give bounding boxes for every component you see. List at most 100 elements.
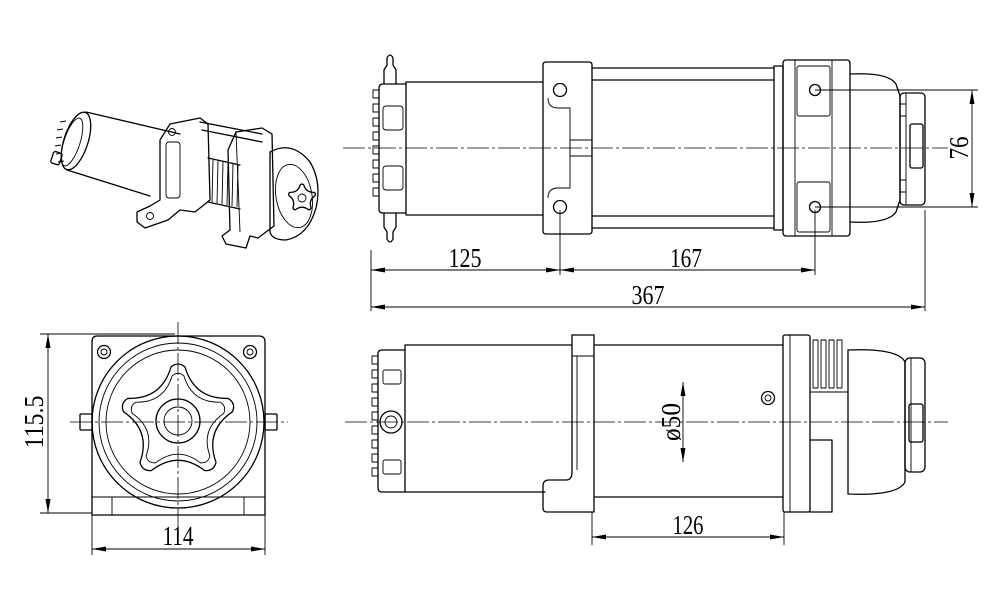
top-view-end-cap-rib [372,131,380,141]
end-view-side-bolt [79,413,93,431]
top-view-tie-bars [591,67,775,229]
front-view-end-cap-rib [371,425,379,435]
end-view-clutch-star-knob [121,363,235,472]
top-view-end-cap-rib [372,159,380,169]
top-view-end-cap-boss [382,105,404,131]
front-view-end-cap-rib [371,453,379,463]
end-view-base [92,496,265,515]
front-view-drum-vent [760,390,776,406]
dimension-text-126: 126 [673,510,704,540]
top-view-motor-body [405,81,544,216]
top-view-clutch-knob-ridges [900,93,907,205]
top-view-end-cap-boss [382,165,404,191]
iso-right-bracket-edge [235,131,241,233]
dimension-text-167: 167 [670,243,702,273]
top-view-end-cap [378,83,407,214]
end-view-housing [91,335,266,516]
top-view-end-cap-crown-top [383,54,397,85]
front-view-left-bracket [542,334,595,513]
front-view-cooling-fin [820,339,827,389]
end-view-knob-hub [155,398,201,444]
iso-motor-body [66,111,181,197]
top-view-extension-lines [370,89,978,311]
front-view: ø50 126 [345,334,948,545]
end-view-gear-cover-rim [105,349,251,495]
end-view-ear-hole-inner [246,348,254,356]
dimension-text-114: 114 [163,521,194,551]
front-view-end-cap-rib [371,411,379,421]
front-view-extension-lines [591,512,785,545]
front-view-tie-bars [593,344,784,498]
top-view-right-bracket-pad [796,65,831,117]
front-view-gearbox-housing [847,349,906,495]
top-view-end-cap-ribs [372,89,380,197]
front-view-end-cap-boss [382,459,402,475]
top-view: 125 167 367 76 [343,54,978,311]
iso-tie-bars [199,121,263,143]
isometric-view [50,111,319,249]
front-view-cooling-fin [812,339,819,389]
top-view-right-bracket [782,59,851,237]
end-view-ear-hole-inner [100,348,108,356]
end-view-side-bolt [264,413,278,431]
end-view-knob-hub-inner [163,406,193,436]
top-view-clutch-knob [899,92,926,206]
front-view-cooling-fin [836,339,843,389]
front-view-right-bracket [782,334,811,513]
iso-motor-lug [50,150,63,166]
iso-left-bracket [136,117,211,229]
front-view-end-cap-rib [371,383,379,393]
front-view-end-cap-rib [371,369,379,379]
iso-motor-end-cap [60,111,92,171]
front-view-cooling-fins [812,339,843,389]
top-view-end-cap-rib [372,103,380,113]
dimension-text-diameter-50: ø50 [656,403,686,441]
dimension-text-115-5: 115.5 [19,396,49,449]
top-view-end-cap-rib [372,89,380,99]
front-view-end-cap-boss [382,369,402,385]
iso-motor-end-cap-rim [60,117,84,167]
end-view-extension-lines [40,333,266,555]
front-view-end-cap-bolt [379,410,403,434]
front-view-right-bracket-foot [809,439,833,513]
top-view-end-cap-crown-bottom [383,212,397,243]
front-view-end-cap-rib [371,355,379,365]
iso-clutch-knob [289,184,316,210]
front-view-end-cap-rib [371,397,379,407]
iso-gearbox-housing [269,147,319,241]
front-view-left-bracket-edges [572,355,594,470]
end-view-gear-cover [98,342,258,502]
front-view-motor-body [404,344,573,493]
front-view-end-cap-bolt-inner [384,415,398,429]
iso-end-cap-ribs [54,120,67,163]
iso-right-bracket [221,127,275,249]
front-view-clutch-knob [904,357,926,473]
iso-drum [207,157,241,210]
top-view-left-bracket [542,61,593,235]
top-view-clutch-handle [909,123,924,169]
front-view-end-cap-ribs [371,355,379,477]
front-view-cooling-fin [828,339,835,389]
front-view-end-cap [377,349,406,493]
iso-clutch-knob-hub [297,193,307,203]
iso-drum-rope [211,159,239,208]
dimension-text-367: 367 [632,280,665,310]
front-view-drum-vent-inner [764,394,772,402]
front-view-clutch-handle [908,403,924,443]
iso-left-bracket-hole [168,128,176,136]
iso-left-bracket-hole [146,212,154,220]
iso-left-bracket-slot [165,141,181,199]
top-view-end-cap-rib [372,145,380,155]
front-view-end-cap-rib [371,439,379,449]
front-view-end-cap-rib [371,467,379,477]
end-view-ear-hole [96,344,112,360]
end-view: 115.5 114 [19,322,288,555]
iso-gearbox-face [274,163,314,229]
top-view-end-cap-rib [372,187,380,197]
top-view-end-cap-rib [372,173,380,183]
top-view-mount-hole [552,82,568,98]
end-view-ear-hole [242,344,258,360]
dimension-text-76: 76 [944,137,974,160]
dimension-text-125: 125 [449,243,482,273]
